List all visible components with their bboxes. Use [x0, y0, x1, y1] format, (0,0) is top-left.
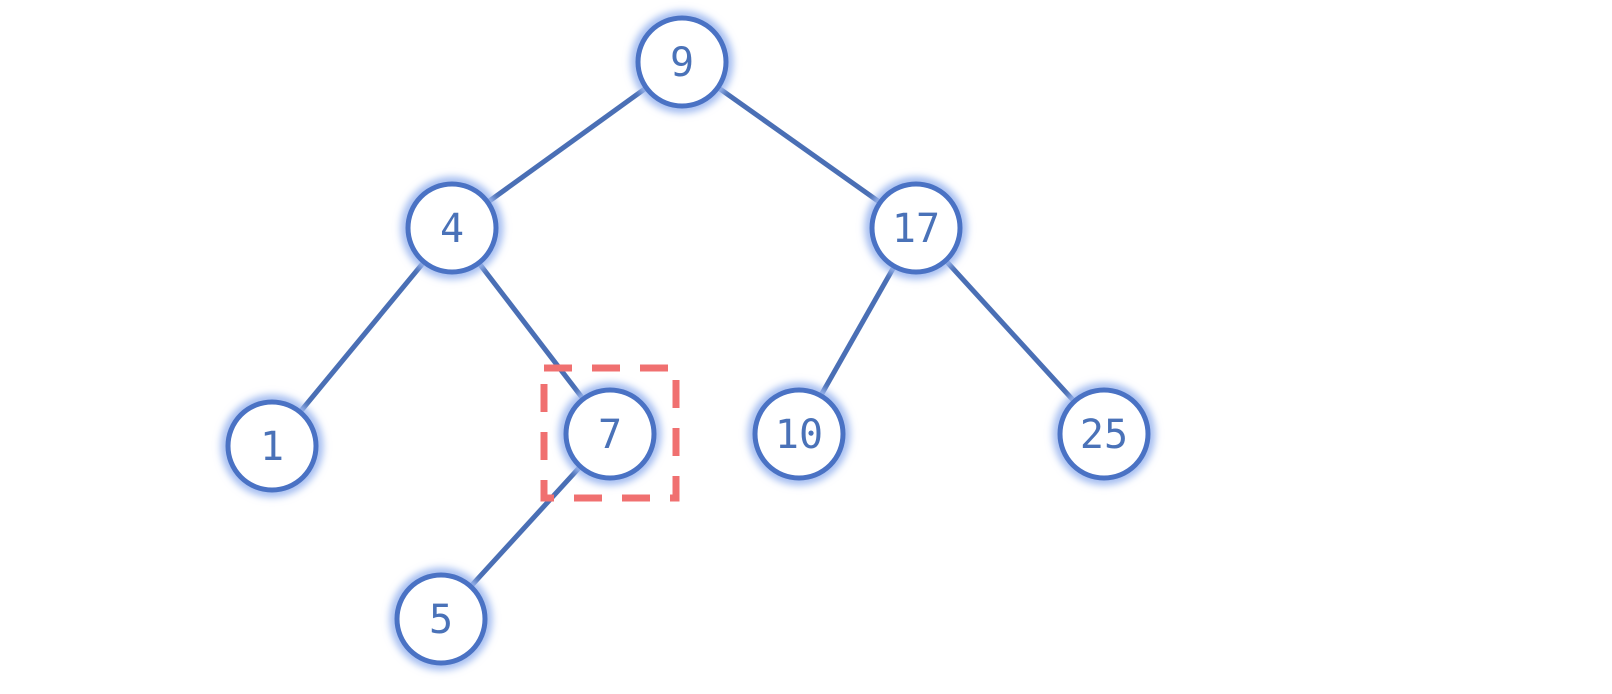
tree-node-5: 5 — [390, 568, 492, 670]
tree-node-9: 9 — [631, 11, 733, 113]
node-label: 5 — [429, 597, 453, 643]
node-circle — [1057, 387, 1151, 481]
tree-node-1: 1 — [221, 395, 323, 497]
node-label: 4 — [440, 206, 464, 252]
node-circle — [869, 181, 963, 275]
node-label: 10 — [775, 412, 823, 458]
tree-node-25: 25 — [1053, 383, 1155, 485]
tree-node-4: 4 — [401, 177, 503, 279]
node-label: 1 — [260, 424, 284, 470]
node-circle — [394, 572, 488, 666]
tree-node-10: 10 — [748, 383, 850, 485]
highlight-dashed-box — [540, 364, 680, 502]
node-label: 9 — [670, 40, 694, 86]
node-circle — [563, 387, 657, 481]
node-circle — [635, 15, 729, 109]
node-label: 25 — [1080, 412, 1128, 458]
node-label: 7 — [598, 412, 622, 458]
node-circle — [225, 399, 319, 493]
node-circle — [752, 387, 846, 481]
tree-node-17: 17 — [865, 177, 967, 279]
node-label: 17 — [892, 206, 940, 252]
node-circle — [405, 181, 499, 275]
tree-node-7: 7 — [559, 383, 661, 485]
